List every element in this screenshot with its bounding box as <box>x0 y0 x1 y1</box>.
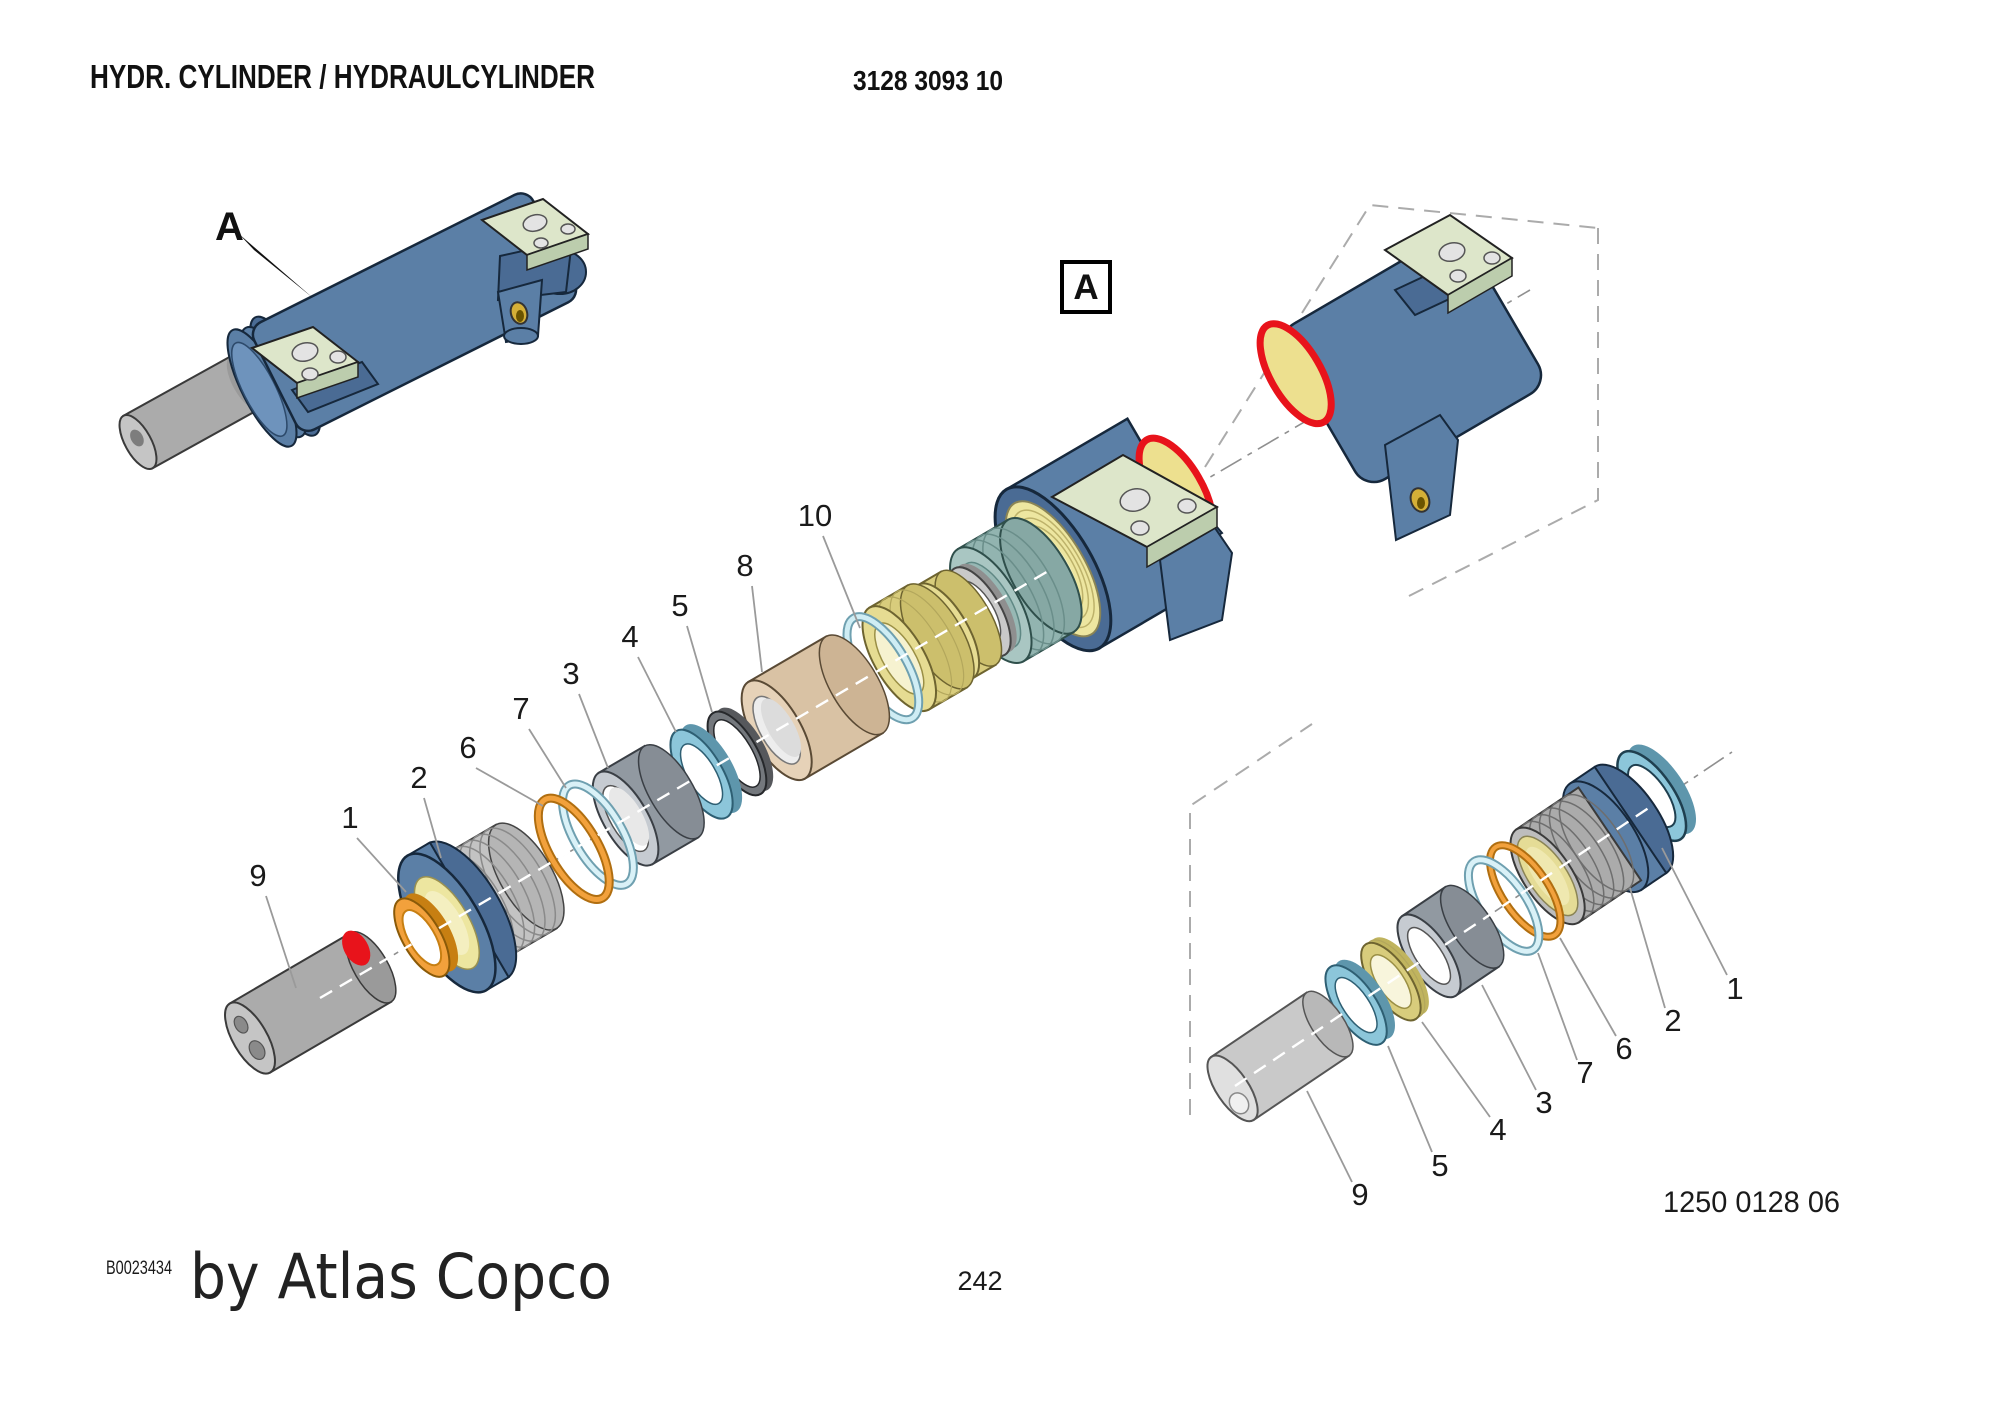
callout-detail-1: 1 <box>1661 847 1744 1006</box>
section-box: A <box>1060 260 1112 314</box>
plate-hole <box>291 341 319 363</box>
view-a-pointer-label: A <box>215 205 244 249</box>
callout-label: 9 <box>249 858 266 893</box>
plate-hole <box>560 223 576 235</box>
callout-main-3: 3 <box>562 656 609 769</box>
callout-main-7: 7 <box>512 691 567 789</box>
page-title: HYDR. CYLINDER / HYDRAULCYLINDER <box>90 58 595 95</box>
callout-main-4: 4 <box>621 619 677 733</box>
view-a-pointer-wedge <box>239 234 313 298</box>
callout-main-1: 1 <box>341 800 407 893</box>
brand-line: by Atlas Copco <box>190 1240 612 1313</box>
callout-detail-4: 4 <box>1421 1021 1507 1147</box>
rod-thread-hole <box>233 1015 249 1034</box>
plate-hole <box>1483 251 1501 265</box>
orange-o-ring <box>533 793 614 904</box>
plate-hole <box>1130 520 1150 536</box>
callout-label: 2 <box>1664 1003 1681 1038</box>
callout-label: 6 <box>1615 1031 1632 1066</box>
document-number: 3128 3093 10 <box>853 65 1003 96</box>
page-number: 242 <box>957 1266 1002 1296</box>
callout-label: 7 <box>1576 1055 1593 1090</box>
callout-detail-9: 9 <box>1306 1090 1369 1212</box>
plate-hole <box>533 237 549 249</box>
plate-hole <box>301 367 319 381</box>
mounting-plate-body-rear <box>1383 213 1514 317</box>
callout-label: 1 <box>341 800 358 835</box>
centerline-detail-white <box>1234 802 1657 1087</box>
callout-label: 3 <box>1535 1085 1552 1120</box>
callout-main-10: 10 <box>798 498 861 629</box>
rod-thread-hole <box>248 1040 266 1061</box>
plate-hole <box>329 350 347 364</box>
assembled-cylinder-view: A <box>118 192 591 470</box>
mounting-plate-rear <box>479 197 591 302</box>
callout-label: 2 <box>410 760 427 795</box>
callout-label: 5 <box>1431 1148 1448 1183</box>
callout-label: 9 <box>1351 1177 1368 1212</box>
callout-label: 4 <box>621 619 638 654</box>
cut-plane-outline-upper <box>1204 203 1599 598</box>
plate-hole <box>1449 269 1467 283</box>
callout-detail-5: 5 <box>1387 1045 1449 1183</box>
figure-number: 1250 0128 06 <box>1663 1186 1840 1219</box>
callout-detail-6: 6 <box>1559 937 1633 1066</box>
trunnion-lug-assembled <box>496 278 544 345</box>
callout-label: 6 <box>459 730 476 765</box>
callout-detail-7: 7 <box>1537 952 1594 1090</box>
rod-tip <box>1228 1092 1250 1115</box>
callout-label: 7 <box>512 691 529 726</box>
callout-main-5: 5 <box>671 588 713 713</box>
callout-label: 4 <box>1489 1112 1506 1147</box>
plate-hole <box>1119 487 1151 513</box>
footer-code: B0023434 <box>106 1258 172 1279</box>
callout-detail-3: 3 <box>1481 984 1553 1120</box>
plate-hole <box>1177 498 1197 514</box>
callout-main-9: 9 <box>249 858 297 989</box>
trunnion-lug-body-rear <box>1383 413 1460 542</box>
callout-detail-2: 2 <box>1629 887 1682 1038</box>
red-seal-section-rear <box>1256 320 1335 428</box>
plate-hole <box>522 213 548 233</box>
callout-label: 8 <box>736 548 753 583</box>
piston-rod-end <box>224 930 397 1075</box>
mounting-plate-body-front <box>1049 453 1234 642</box>
plate-hole <box>1438 241 1466 263</box>
mounting-plate-front <box>249 325 380 414</box>
callout-label: 5 <box>671 588 688 623</box>
centerline-main-white <box>319 568 1051 1000</box>
callout-main-2: 2 <box>410 760 442 859</box>
callout-main-8: 8 <box>736 548 763 673</box>
callout-label: 1 <box>1726 971 1743 1006</box>
red-seal-dot <box>342 930 371 966</box>
callout-label: 3 <box>562 656 579 691</box>
callout-main-6: 6 <box>459 730 544 807</box>
rod-end-hole <box>130 429 144 447</box>
section-box-label: A <box>1073 268 1098 307</box>
callout-label: 10 <box>798 498 832 533</box>
